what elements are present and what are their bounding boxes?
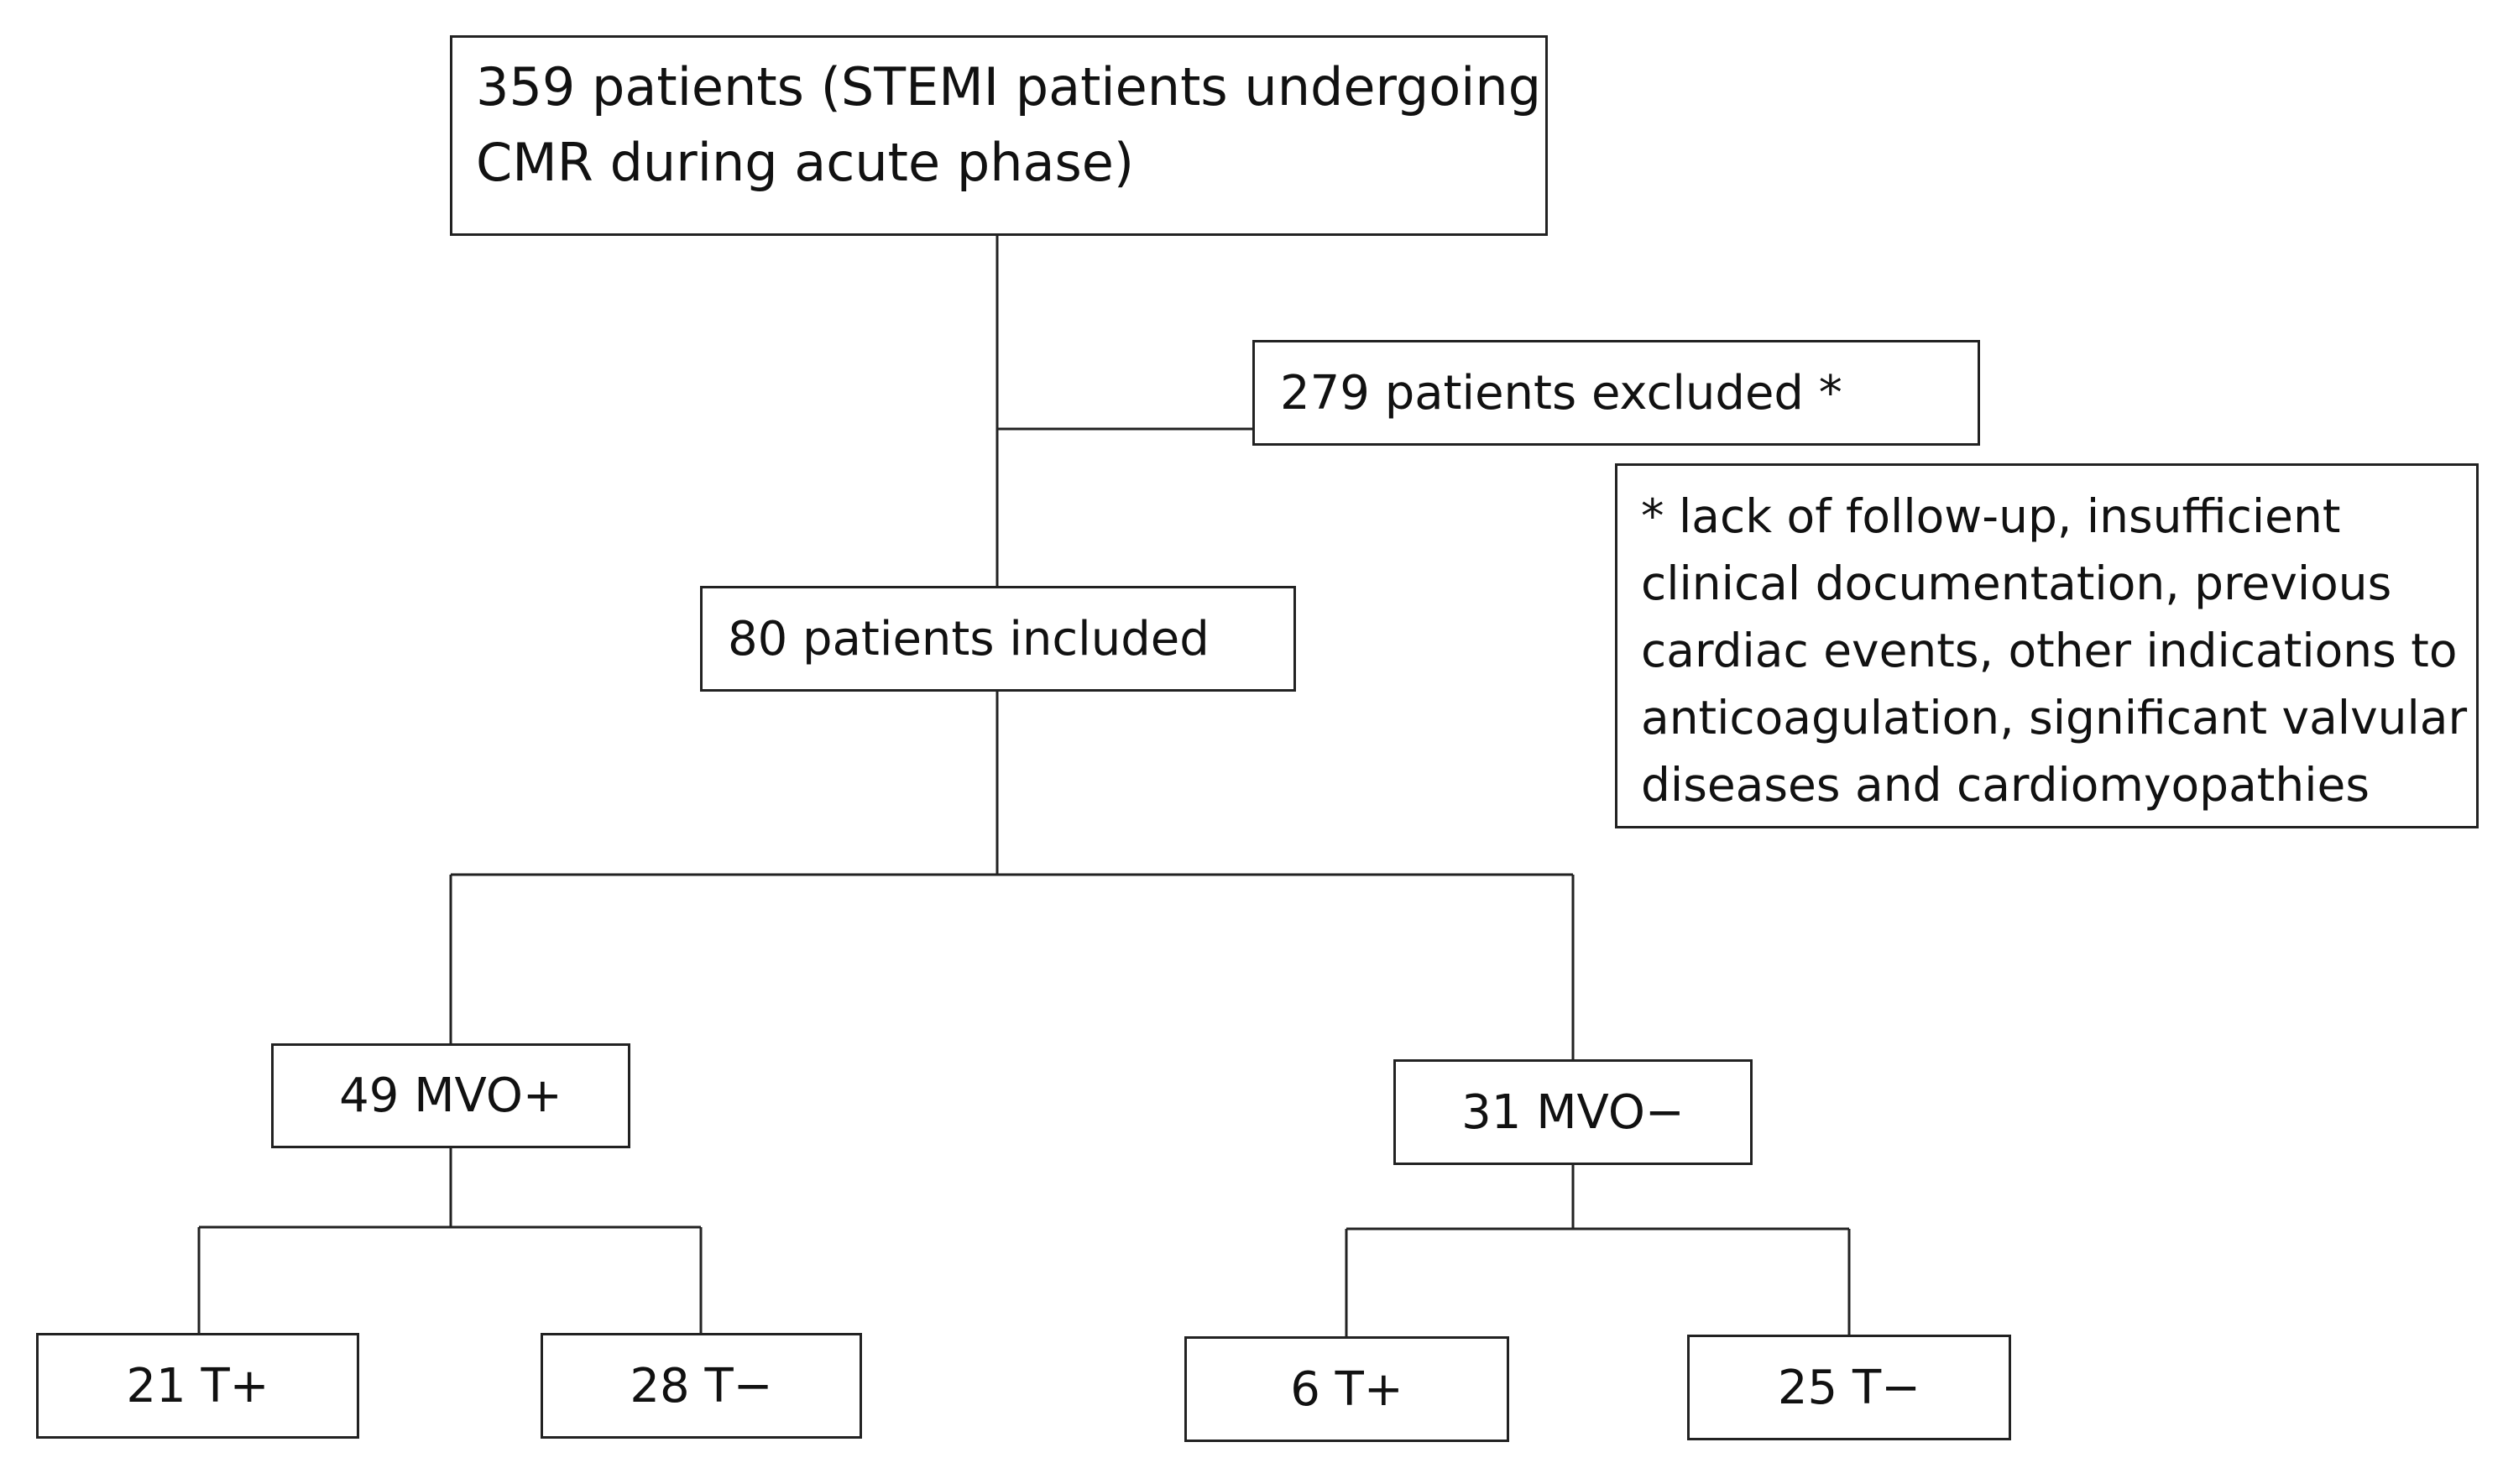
total-patients-line1: 359 patients (STEMI patients undergoing — [476, 56, 1542, 118]
total-patients-box: 359 patients (STEMI patients undergoing … — [450, 35, 1548, 236]
mvo-negative-t-positive-box: 6 T+ — [1184, 1336, 1509, 1442]
mvo-negative-t-negative-label: 25 T− — [1777, 1360, 1921, 1415]
exclusion-note: * lack of follow-up, insufficient clinic… — [1641, 483, 2472, 818]
excluded-label: 279 patients excluded * — [1280, 365, 1842, 421]
mvo-negative-box: 31 MVO− — [1393, 1059, 1753, 1165]
mvo-positive-t-positive-box: 21 T+ — [36, 1333, 359, 1439]
mvo-negative-label: 31 MVO− — [1461, 1084, 1685, 1140]
mvo-positive-label: 49 MVO+ — [339, 1069, 562, 1123]
exclusion-note-line: * lack of follow-up, insufficient — [1641, 489, 2341, 543]
mvo-negative-t-positive-label: 6 T+ — [1290, 1361, 1403, 1417]
included-label: 80 patients included — [728, 611, 1210, 666]
mvo-negative-t-negative-box: 25 T− — [1687, 1335, 2011, 1440]
exclusion-note-line: anticoagulation, significant valvular — [1641, 691, 2468, 745]
exclusion-note-line: diseases and cardiomyopathies — [1641, 758, 2370, 812]
total-patients-line2: CMR during acute phase) — [476, 132, 1135, 193]
included-box: 80 patients included — [700, 586, 1296, 692]
excluded-box: 279 patients excluded * — [1252, 340, 1980, 446]
exclusion-note-box: * lack of follow-up, insufficient clinic… — [1615, 463, 2479, 828]
exclusion-note-line: clinical documentation, previous — [1641, 556, 2392, 610]
mvo-positive-t-negative-box: 28 T− — [541, 1333, 862, 1439]
mvo-positive-box: 49 MVO+ — [271, 1043, 630, 1148]
mvo-positive-t-positive-label: 21 T+ — [126, 1358, 269, 1413]
mvo-positive-t-negative-label: 28 T− — [630, 1358, 773, 1413]
exclusion-note-line: cardiac events, other indications to — [1641, 624, 2458, 677]
